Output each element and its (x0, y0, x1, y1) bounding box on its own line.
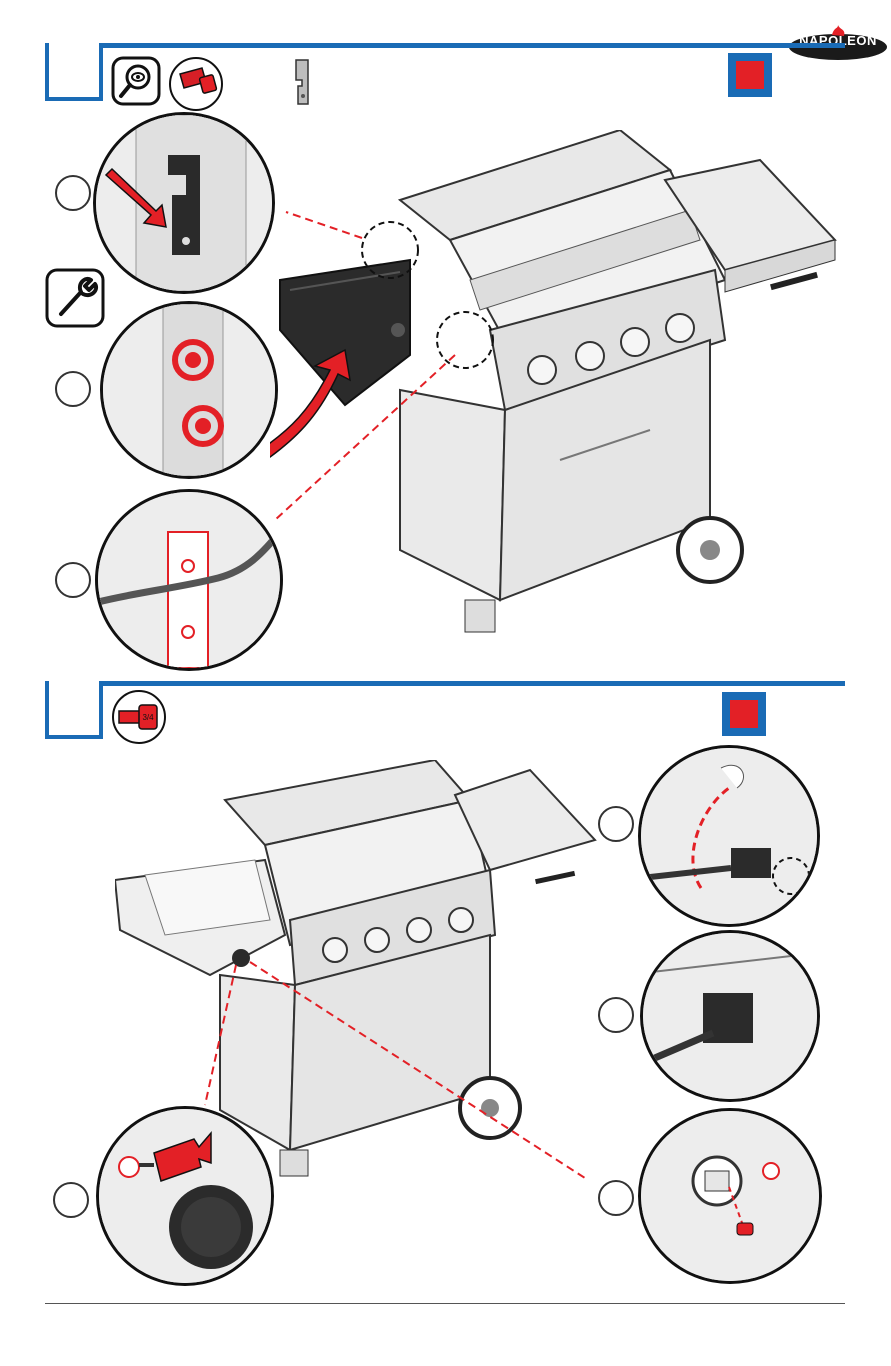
callout-igniter-screw (638, 1108, 822, 1284)
step-2-sub-b (598, 997, 634, 1033)
step-2-sub-d (598, 1180, 634, 1216)
step-2-sub-c (53, 1182, 89, 1218)
callout-knob-install (96, 1106, 274, 1286)
step-2-sub-a (598, 806, 634, 842)
callout-valve-clip (638, 745, 820, 927)
footer-divider (45, 1303, 845, 1304)
callout-valve-mounted (640, 930, 820, 1102)
